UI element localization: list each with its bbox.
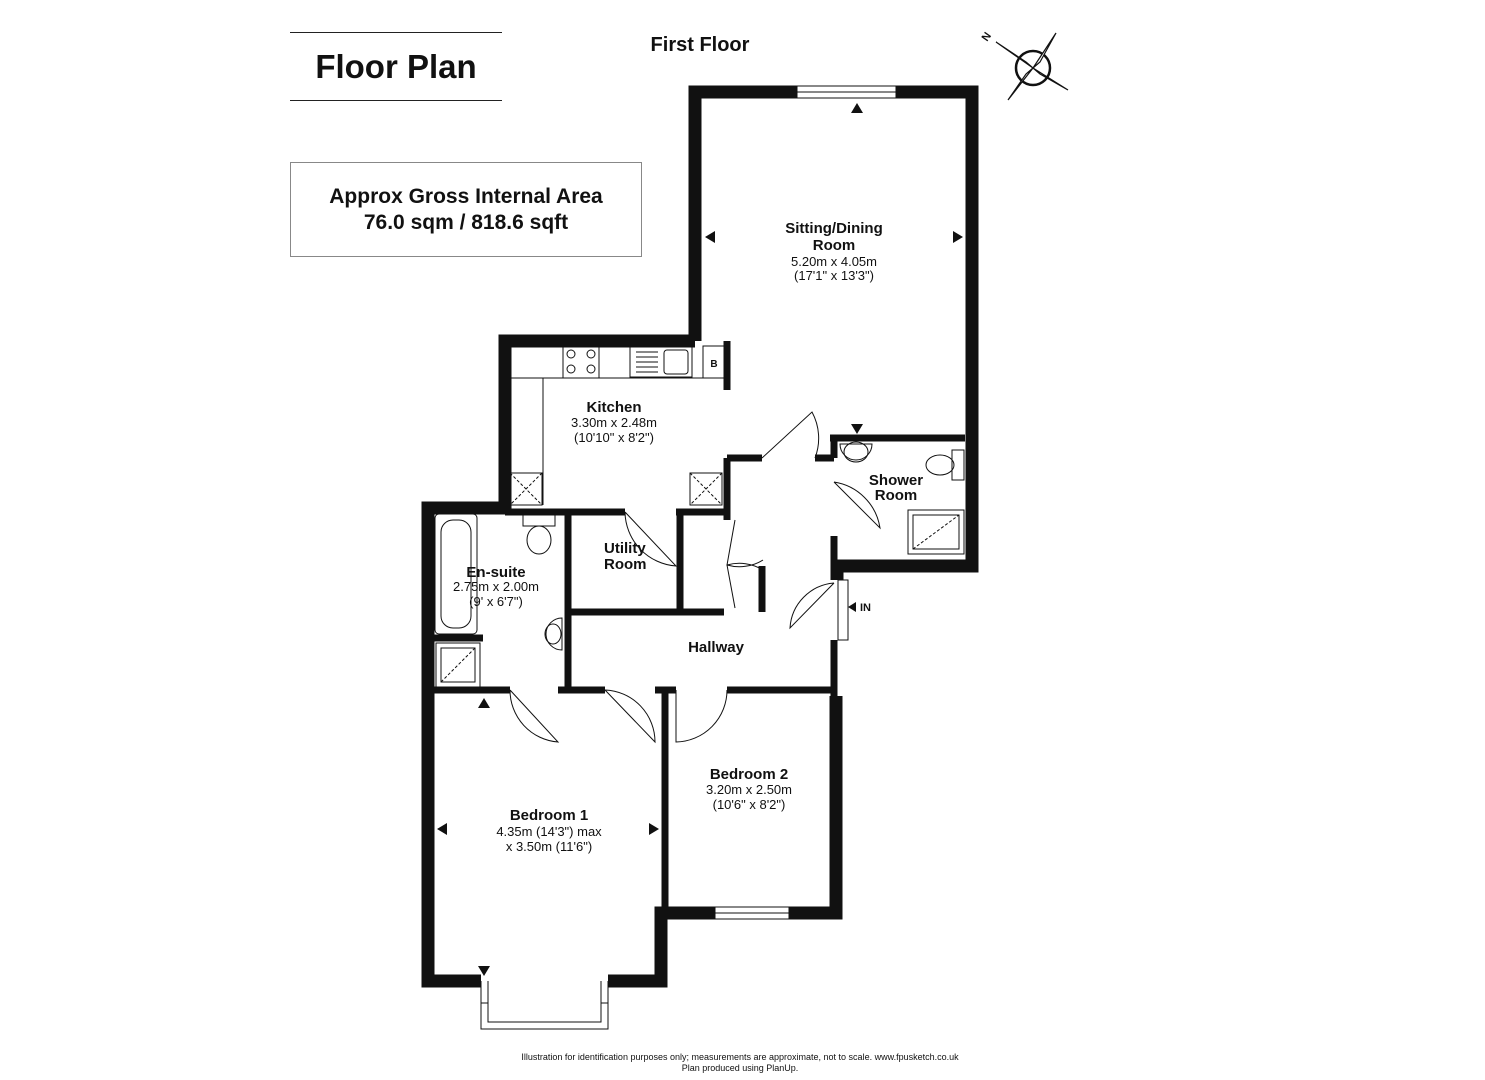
bedroom-2-dim-imperial: (10'6" x 8'2") bbox=[713, 797, 786, 812]
room-label-bedroom-2: Bedroom 2 3.20m x 2.50m (10'6" x 8'2") bbox=[706, 766, 792, 812]
area-value: 76.0 sqm / 818.6 sqft bbox=[363, 210, 569, 234]
shower-room-name-line2: Room bbox=[875, 487, 918, 504]
ensuite-fittings bbox=[434, 513, 563, 688]
ensuite-name: En-suite bbox=[466, 564, 525, 581]
sitting-room-name-line1: Sitting/Dining bbox=[785, 220, 882, 237]
area-box: Approx Gross Internal Area 76.0 sqm / 81… bbox=[290, 162, 642, 257]
kitchen-units bbox=[505, 345, 727, 506]
utility-room-name-line1: Utility bbox=[604, 540, 646, 557]
utility-room-name-line2: Room bbox=[604, 556, 647, 573]
bedroom-1-dim-line2: x 3.50m (11'6") bbox=[506, 839, 592, 854]
hallway-name: Hallway bbox=[688, 639, 745, 656]
room-label-utility: Utility Room bbox=[604, 540, 647, 573]
room-label-shower: Shower Room bbox=[869, 472, 923, 504]
compass-north-label: N bbox=[980, 30, 994, 43]
window-bedroom-2 bbox=[714, 906, 790, 920]
ensuite-dim-imperial: (9' x 6'7") bbox=[469, 594, 523, 609]
sitting-room-dim-metric: 5.20m x 4.05m bbox=[791, 254, 877, 269]
interior-walls bbox=[432, 341, 965, 913]
entrance-door: IN bbox=[837, 579, 871, 641]
door-swings bbox=[509, 411, 881, 744]
ensuite-dim-metric: 2.75m x 2.00m bbox=[453, 579, 539, 594]
footer-line-2: Plan produced using PlanUp. bbox=[681, 1063, 799, 1073]
bedroom-2-dim-metric: 3.20m x 2.50m bbox=[706, 782, 792, 797]
room-label-kitchen: Kitchen 3.30m x 2.48m (10'10" x 8'2") bbox=[571, 399, 657, 445]
compass-icon: N bbox=[980, 30, 1069, 101]
bay-window-bedroom-1 bbox=[480, 981, 609, 1030]
kitchen-dim-imperial: (10'10" x 8'2") bbox=[574, 430, 654, 445]
sitting-room-dim-imperial: (17'1" x 13'3") bbox=[794, 268, 874, 283]
room-label-hallway: Hallway bbox=[688, 639, 745, 656]
exterior-walls bbox=[421, 85, 979, 988]
footer-disclaimer: Illustration for identification purposes… bbox=[440, 1052, 1040, 1074]
bedroom-2-name: Bedroom 2 bbox=[710, 766, 788, 783]
floor-label: First Floor bbox=[650, 34, 750, 56]
shower-room-fittings bbox=[839, 441, 965, 555]
dimension-arrows bbox=[437, 103, 963, 976]
footer-line-1: Illustration for identification purposes… bbox=[521, 1052, 959, 1062]
boiler-label: B bbox=[710, 359, 717, 370]
title-block: Floor Plan bbox=[290, 32, 502, 101]
bedroom-1-name: Bedroom 1 bbox=[510, 807, 588, 824]
window-sitting bbox=[796, 85, 897, 99]
kitchen-name: Kitchen bbox=[586, 399, 641, 416]
entrance-label: IN bbox=[860, 602, 871, 614]
room-label-bedroom-1: Bedroom 1 4.35m (14'3") max x 3.50m (11'… bbox=[496, 807, 602, 854]
area-label: Approx Gross Internal Area bbox=[329, 184, 603, 208]
bedroom-1-dim-line1: 4.35m (14'3") max bbox=[496, 824, 602, 839]
shower-room-name-line1: Shower bbox=[869, 472, 923, 489]
sitting-room-name-line2: Room bbox=[813, 237, 856, 254]
room-label-ensuite: En-suite 2.75m x 2.00m (9' x 6'7") bbox=[453, 564, 539, 609]
kitchen-dim-metric: 3.30m x 2.48m bbox=[571, 415, 657, 430]
room-label-sitting: Sitting/Dining Room 5.20m x 4.05m (17'1"… bbox=[785, 220, 882, 283]
page-title: Floor Plan bbox=[315, 47, 477, 85]
